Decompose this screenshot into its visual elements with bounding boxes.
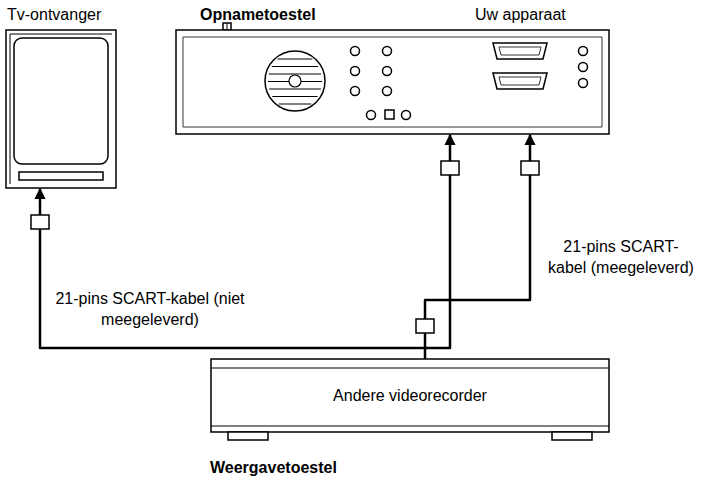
cable-label: 21-pins SCART-kabel (meegeleverd) [545,236,697,278]
scart-plug [31,215,49,229]
recorder-unit: Opnametoestel Uw apparaat [175,5,610,137]
tv-drawing [5,29,117,195]
scart-plug [416,319,434,333]
device-body [5,29,117,195]
scart-plug [441,161,459,175]
recorder-drawing [175,29,610,137]
device-label: Uw apparaat [475,5,566,24]
device-label: Andere videorecorder [210,358,610,432]
scart-cable [425,135,530,359]
device-body: Andere videorecorder [210,358,610,442]
device-label: Weergavetoestel [210,458,337,477]
device-label: Tv-ontvanger [7,5,101,24]
cable-label: 21-pins SCART-kabel (niet meegeleverd) [55,288,245,330]
tv-set: Tv-ontvanger [5,5,117,195]
scart-plug [521,161,539,175]
device-body [175,29,610,137]
other-vcr: Andere videorecorderWeergavetoestel [210,358,610,482]
device-label: Opnametoestel [200,5,316,24]
